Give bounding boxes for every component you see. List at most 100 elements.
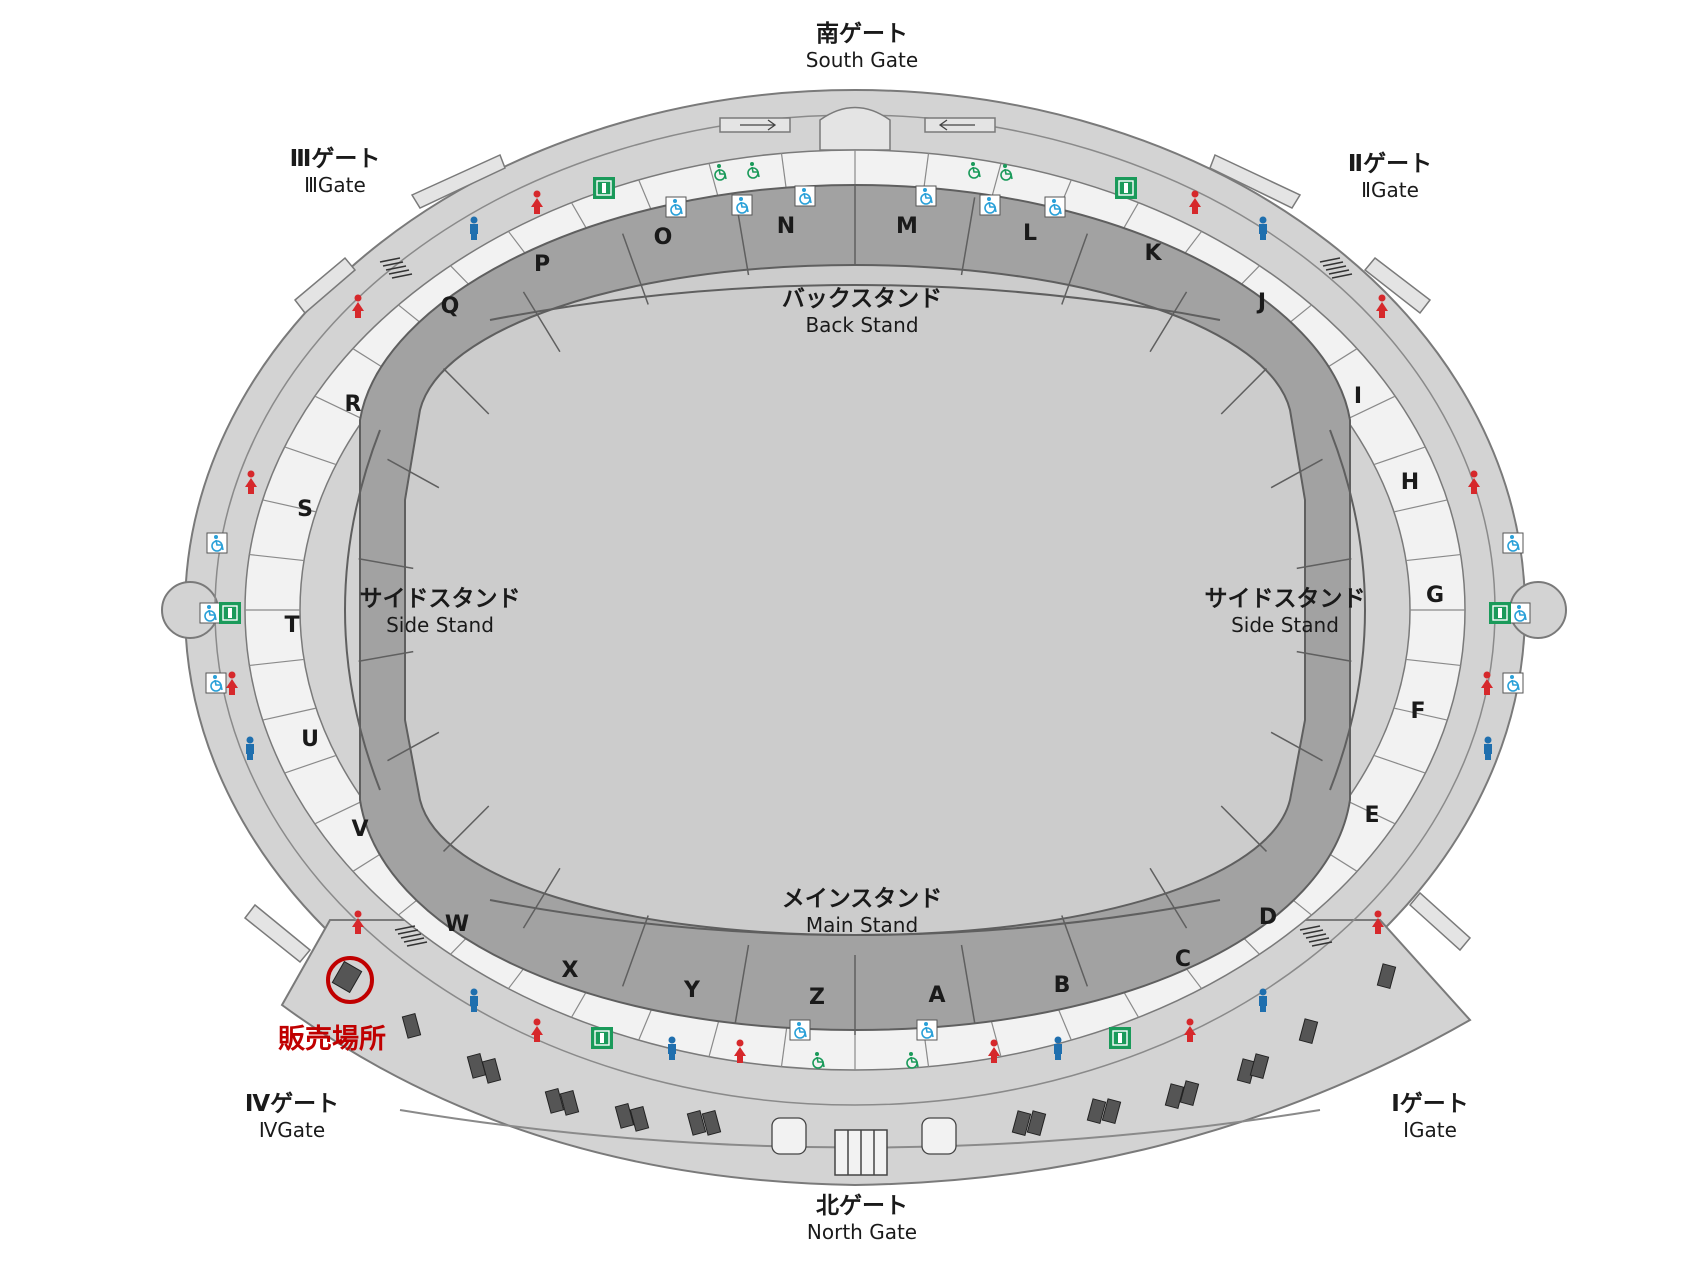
women-restroom-icon xyxy=(1481,671,1493,695)
men-restroom-icon xyxy=(470,988,478,1012)
gate-1-jp: Ⅰゲート xyxy=(1391,1091,1469,1117)
women-restroom-icon xyxy=(1372,910,1384,934)
first-aid-icon xyxy=(591,1027,613,1049)
gate-3-en: ⅢGate xyxy=(304,173,366,197)
gate-4-label: Ⅳゲート ⅣGate xyxy=(245,1090,339,1142)
gate-1-label: Ⅰゲート ⅠGate xyxy=(1391,1090,1469,1142)
kiosk xyxy=(701,1109,722,1136)
accessible-seat-icon xyxy=(906,1052,919,1069)
women-restroom-icon xyxy=(734,1039,746,1063)
accessible-restroom-icon xyxy=(206,532,228,554)
kiosk xyxy=(401,1012,422,1039)
women-restroom-icon xyxy=(988,1039,1000,1063)
kiosk xyxy=(559,1089,580,1116)
section-m: M xyxy=(896,214,918,239)
accessible-seat-icon xyxy=(1000,164,1013,181)
first-aid-icon xyxy=(1489,602,1511,624)
main-stand-jp: メインスタンド xyxy=(781,886,943,912)
section-s: S xyxy=(297,497,313,522)
gate-2-label: Ⅱゲート ⅡGate xyxy=(1348,150,1432,202)
seating-bowl xyxy=(344,183,1366,1035)
side-stand-right-en: Side Stand xyxy=(1231,613,1339,637)
kiosk xyxy=(1011,1110,1032,1137)
section-k: K xyxy=(1144,241,1162,266)
main-stand-label: メインスタンド Main Stand xyxy=(782,885,943,937)
section-o: O xyxy=(654,225,673,250)
stairs-icon xyxy=(379,257,413,279)
accessible-seat-icon xyxy=(812,1052,825,1069)
women-restroom-icon xyxy=(226,671,238,695)
men-restroom-icon xyxy=(1054,1036,1062,1060)
back-stand-en: Back Stand xyxy=(805,313,919,337)
section-v: V xyxy=(351,817,368,842)
kiosk xyxy=(481,1057,502,1084)
stairs-icon xyxy=(394,925,428,947)
section-g: G xyxy=(1426,583,1444,608)
north-gate-jp: 北ゲート xyxy=(815,1193,908,1219)
section-f: F xyxy=(1410,699,1425,724)
north-gate-entrance xyxy=(834,1129,888,1176)
accessible-restroom-icon xyxy=(979,194,1001,216)
men-restroom-icon xyxy=(668,1036,676,1060)
side-stand-right-jp: サイドスタンド xyxy=(1204,586,1366,612)
women-restroom-icon xyxy=(352,294,364,318)
section-t: T xyxy=(284,613,299,638)
accessible-restroom-icon xyxy=(199,602,221,624)
main-stand-en: Main Stand xyxy=(805,913,919,937)
kiosk xyxy=(544,1087,565,1114)
accessible-restroom-icon xyxy=(1502,672,1524,694)
kiosk xyxy=(1164,1083,1185,1110)
section-x: X xyxy=(562,958,579,983)
section-l: L xyxy=(1023,221,1037,246)
women-restroom-icon xyxy=(1376,294,1388,318)
accessible-restroom-icon xyxy=(915,185,937,207)
kiosk xyxy=(1086,1098,1107,1125)
section-p: P xyxy=(534,252,550,277)
kiosk xyxy=(1026,1110,1047,1137)
kiosk xyxy=(1101,1098,1122,1125)
section-y: Y xyxy=(683,978,701,1003)
north-gate-label: 北ゲート North Gate xyxy=(807,1192,917,1244)
women-restroom-icon xyxy=(531,1018,543,1042)
kiosk xyxy=(1249,1053,1270,1080)
men-restroom-icon xyxy=(1259,988,1267,1012)
accessible-restroom-icon xyxy=(1044,196,1066,218)
section-j: J xyxy=(1256,290,1266,315)
section-u: U xyxy=(301,727,319,752)
south-gate-jp: 南ゲート xyxy=(815,21,908,47)
accessible-restroom-icon xyxy=(916,1019,938,1041)
section-a: A xyxy=(928,983,945,1008)
south-gate-label: 南ゲート South Gate xyxy=(806,20,918,72)
north-gate-en: North Gate xyxy=(806,1220,918,1244)
facility-icons xyxy=(199,162,1531,1069)
accessible-seat-icon xyxy=(747,162,760,179)
accessible-restroom-icon xyxy=(665,196,687,218)
accessible-restroom-icon xyxy=(205,672,227,694)
kiosk xyxy=(686,1109,707,1136)
kiosk xyxy=(614,1102,635,1129)
gate-4-en: ⅣGate xyxy=(258,1118,326,1142)
side-stand-left-en: Side Stand xyxy=(386,613,494,637)
side-stand-right-label: サイドスタンド Side Stand xyxy=(1205,585,1366,637)
men-restroom-icon xyxy=(246,736,254,760)
stairs-icon xyxy=(1319,257,1353,279)
section-r: R xyxy=(345,392,362,417)
gate-3-jp: Ⅲゲート xyxy=(289,146,381,172)
accessible-restroom-icon xyxy=(789,1019,811,1041)
section-e: E xyxy=(1364,803,1379,828)
back-stand-label: バックスタンド Back Stand xyxy=(782,285,942,337)
stairs-icon xyxy=(1299,925,1333,947)
accessible-restroom-icon xyxy=(731,194,753,216)
sales-location-marker xyxy=(326,956,374,1004)
gate-3-label: Ⅲゲート ⅢGate xyxy=(290,145,381,197)
gate-4-jp: Ⅳゲート xyxy=(244,1091,340,1117)
side-stand-left-jp: サイドスタンド xyxy=(359,586,521,612)
gate-1-en: ⅠGate xyxy=(1403,1118,1457,1142)
gate-2-en: ⅡGate xyxy=(1361,178,1419,202)
kiosk xyxy=(629,1105,650,1132)
sales-location-label: 販売場所 xyxy=(278,1024,386,1055)
section-z: Z xyxy=(809,985,825,1010)
section-i: I xyxy=(1354,384,1362,409)
kiosk xyxy=(1298,1018,1319,1045)
